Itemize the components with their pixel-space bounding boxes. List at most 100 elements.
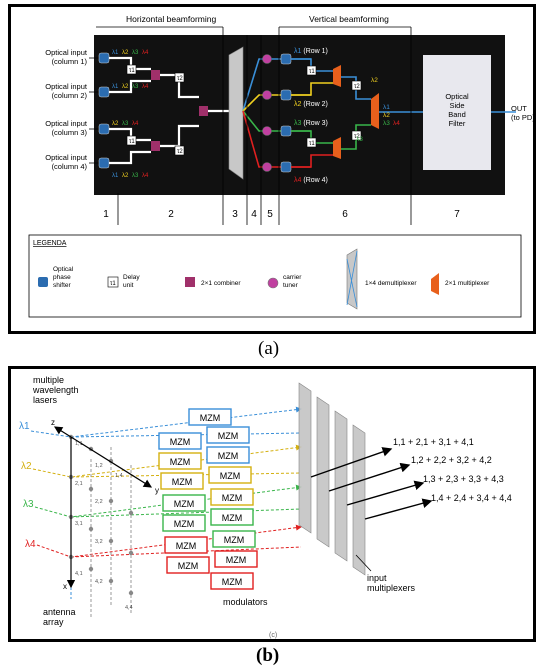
svg-text:MZM: MZM <box>218 451 239 461</box>
svg-text:MZM: MZM <box>170 457 191 467</box>
svg-text:2,2: 2,2 <box>95 499 103 505</box>
svg-text:MZM: MZM <box>172 477 193 487</box>
horizontal-waveguides <box>109 56 229 165</box>
svg-text:λ1: λ1 <box>383 104 390 111</box>
row-labels: λ1 (Row 1) λ2 (Row 2) λ3 (Row 3) λ4 (Row… <box>294 48 328 184</box>
svg-text:λ2 (Row 2): λ2 (Row 2) <box>294 101 328 108</box>
wavelength-labels: λ1 λ2 λ3 λ4 <box>19 421 36 550</box>
svg-text:MZM: MZM <box>226 555 247 565</box>
svg-text:τ1: τ1 <box>110 281 116 287</box>
svg-text:λ2: λ2 <box>371 77 378 84</box>
mzm-box: MZM <box>166 556 210 574</box>
demultiplexer <box>228 46 244 180</box>
svg-text:MZM: MZM <box>220 471 241 481</box>
svg-text:4: 4 <box>251 209 257 220</box>
input-label-3: Optical input(column 3) <box>45 119 88 137</box>
svg-text:λ4: λ4 <box>142 84 149 90</box>
svg-text:τ1: τ1 <box>129 68 135 74</box>
svg-text:λ4: λ4 <box>393 120 400 127</box>
mzm-box: MZM <box>164 536 208 554</box>
svg-text:λ2: λ2 <box>112 121 119 127</box>
mzm-box: MZM <box>210 488 254 506</box>
svg-text:τ1: τ1 <box>309 69 315 75</box>
svg-text:λ2: λ2 <box>122 84 129 90</box>
vertical-header: Vertical beamforming <box>309 14 389 24</box>
caption-a: (a) <box>258 338 280 359</box>
svg-text:1,1: 1,1 <box>75 441 83 447</box>
mzm-box: MZM <box>162 514 206 532</box>
mzm-box: MZM <box>208 466 252 484</box>
svg-text:1,4 + 2,4 + 3,4 + 4,4: 1,4 + 2,4 + 3,4 + 4,4 <box>431 493 512 503</box>
caption-b: (b) <box>256 645 280 666</box>
svg-text:λ4: λ4 <box>142 173 149 179</box>
horizontal-header: Horizontal beamforming <box>126 14 217 24</box>
svg-text:MZM: MZM <box>170 437 191 447</box>
output-labels: 1,1 + 2,1 + 3,1 + 4,1 1,2 + 2,2 + 3,2 + … <box>393 437 512 503</box>
svg-text:λ4: λ4 <box>25 539 36 550</box>
axis-x: x <box>63 582 67 591</box>
svg-text:MZM: MZM <box>178 561 199 571</box>
output-arrows <box>310 447 433 520</box>
svg-text:τ1: τ1 <box>309 141 315 147</box>
mzm-box: MZM <box>162 494 206 512</box>
svg-text:1×4 demultiplexer: 1×4 demultiplexer <box>365 280 417 287</box>
delay-units-vertical: τ1 τ1 τ2 τ2 <box>306 65 362 148</box>
mzm-box: MZM <box>206 426 250 444</box>
svg-text:1,2: 1,2 <box>95 463 103 469</box>
mzm-modulators: MZMMZMMZMMZMMZMMZMMZMMZMMZMMZMMZMMZMMZMM… <box>158 408 258 590</box>
svg-text:4,2: 4,2 <box>95 579 103 585</box>
output-label: OUT(to PD) <box>511 104 533 122</box>
svg-text:3: 3 <box>232 209 238 220</box>
svg-text:2×1 multiplexer: 2×1 multiplexer <box>445 280 490 287</box>
svg-text:MZM: MZM <box>222 493 243 503</box>
svg-text:2,1: 2,1 <box>75 481 83 487</box>
svg-text:τ2: τ2 <box>354 84 360 90</box>
coordinate-axes <box>53 426 153 589</box>
svg-text:2: 2 <box>168 209 174 220</box>
svg-text:λ3 (Row 3): λ3 (Row 3) <box>294 120 328 127</box>
legend-title: LEGENDA <box>33 240 67 247</box>
svg-text:MZM: MZM <box>176 541 197 551</box>
svg-text:3,1: 3,1 <box>75 521 83 527</box>
legend-box <box>28 234 522 318</box>
svg-text:5: 5 <box>267 209 273 220</box>
svg-text:1,3 + 2,3 + 3,3 + 4,3: 1,3 + 2,3 + 3,3 + 4,3 <box>423 474 504 484</box>
svg-text:4,4: 4,4 <box>125 605 133 611</box>
svg-text:MZM: MZM <box>174 519 195 529</box>
svg-text:τ2: τ2 <box>177 76 183 82</box>
svg-text:λ1: λ1 <box>112 173 119 179</box>
section-dividers <box>117 27 412 225</box>
svg-text:λ3: λ3 <box>23 499 34 510</box>
mzm-box: MZM <box>158 452 202 470</box>
element-labels: 1,11,21,4 2,12,2 3,13,2 4,14,24,4 <box>75 441 133 611</box>
delay-units: τ1 τ1 τ2 τ2 <box>126 64 185 156</box>
svg-text:λ4 (Row 4): λ4 (Row 4) <box>294 177 328 184</box>
svg-text:1,2 + 2,2 + 3,2 + 4,2: 1,2 + 2,2 + 3,2 + 4,2 <box>411 455 492 465</box>
figure-a-panel: Horizontal beamforming Vertical beamform… <box>8 4 536 334</box>
svg-text:λ1 (Row 1): λ1 (Row 1) <box>294 48 328 55</box>
svg-text:λ3: λ3 <box>132 173 139 179</box>
svg-text:MZM: MZM <box>218 431 239 441</box>
multiplexers <box>333 65 379 159</box>
svg-text:λ2: λ2 <box>122 173 129 179</box>
side-band-filter <box>423 55 491 170</box>
svg-text:λ3: λ3 <box>132 84 139 90</box>
input-multiplexers <box>298 382 366 576</box>
mzm-box: MZM <box>206 446 250 464</box>
input-label-1: Optical input(column 1) <box>45 48 88 66</box>
footer-label: (c) <box>269 632 277 639</box>
svg-text:6: 6 <box>342 209 348 220</box>
svg-text:λ3: λ3 <box>132 50 139 56</box>
svg-text:λ2: λ2 <box>21 461 32 472</box>
mzm-box: MZM <box>158 432 202 450</box>
